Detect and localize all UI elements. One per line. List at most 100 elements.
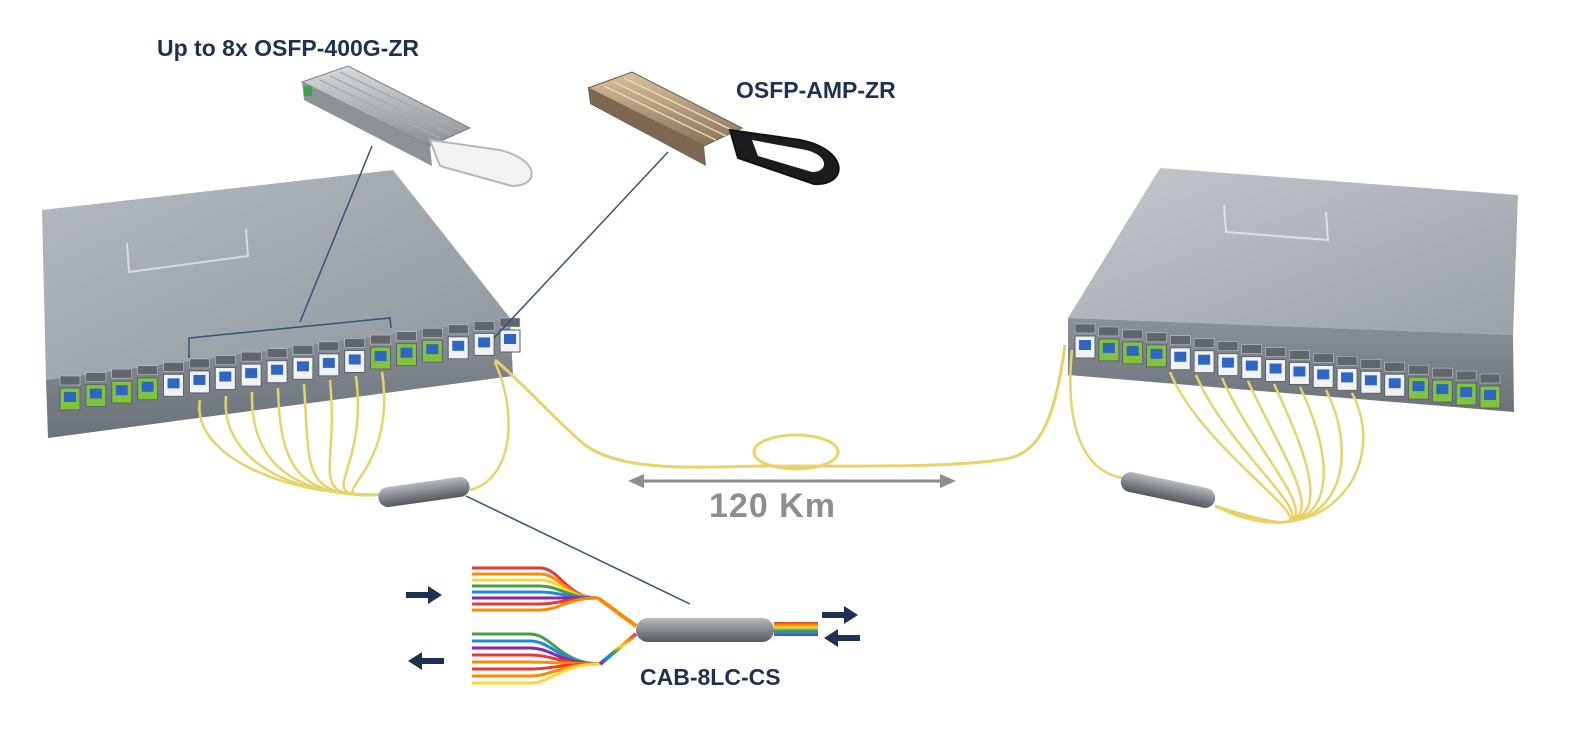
port-connector — [1126, 345, 1139, 356]
port-connector — [1102, 342, 1115, 353]
port-connector — [1198, 354, 1211, 365]
port-connector — [296, 361, 309, 372]
port-cage — [447, 324, 469, 335]
distance-label: 120 Km — [709, 487, 836, 525]
port-cage — [189, 358, 210, 369]
port-connector — [322, 357, 335, 368]
port-cage — [1312, 353, 1334, 363]
port-cage — [137, 365, 158, 376]
port-connector — [1079, 340, 1091, 350]
port-cage — [215, 355, 236, 365]
osfp-amp-zr-transceiver — [586, 71, 840, 186]
port-cage — [1074, 323, 1096, 334]
port-connector — [193, 374, 206, 385]
fiber-strand — [1214, 392, 1365, 524]
right-switch-top — [1068, 168, 1518, 335]
port-connector — [1221, 357, 1234, 368]
port-connector — [1436, 384, 1449, 395]
fiber-strand — [351, 371, 393, 497]
port-connector — [115, 385, 128, 396]
osfp-pull-tab — [428, 138, 533, 188]
port-connector — [504, 334, 516, 344]
distance-arrow — [628, 474, 956, 488]
port-cage — [1336, 356, 1358, 366]
port-cage — [396, 331, 417, 341]
port-cage — [163, 362, 184, 372]
osfp-400g-zr-transceiver — [300, 65, 533, 188]
port-connector — [1269, 363, 1282, 374]
port-cage — [1360, 359, 1382, 369]
right-switch — [1068, 168, 1518, 412]
port-cage — [1122, 329, 1143, 340]
port-cage — [1455, 370, 1477, 381]
fiber-slack-loop — [752, 433, 840, 471]
port-connector — [1341, 372, 1354, 383]
cable-label: CAB-8LC-CS — [640, 664, 781, 690]
port-cage — [1241, 344, 1263, 354]
port-cage — [473, 321, 495, 331]
port-connector — [1460, 387, 1473, 398]
port-cage — [292, 345, 314, 355]
port-connector — [478, 337, 491, 348]
port-connector — [400, 347, 413, 358]
port-connector — [245, 368, 258, 379]
port-connector — [1174, 351, 1187, 362]
fiber-strand — [472, 662, 601, 685]
port-cage — [85, 372, 107, 382]
port-connector — [219, 371, 232, 382]
port-connector — [89, 388, 102, 399]
port-connector — [1412, 381, 1425, 392]
port-connector — [141, 381, 154, 392]
rainbow-fiber-fan-icon — [472, 566, 601, 685]
fiber-strand — [469, 361, 510, 492]
port-cage — [1289, 350, 1310, 360]
port-cage — [370, 334, 391, 345]
port-connector — [374, 351, 387, 362]
transceiver-label: Up to 8x OSFP-400G-ZR — [157, 35, 419, 61]
fiber-strand — [1069, 349, 1123, 480]
port-cage — [1265, 347, 1286, 357]
port-cage — [1146, 332, 1167, 343]
port-cage — [318, 341, 340, 352]
port-cage — [499, 317, 521, 328]
port-cage — [1408, 364, 1429, 375]
port-connector — [348, 354, 361, 365]
port-cage — [240, 351, 262, 362]
long-haul-fiber — [494, 344, 1067, 471]
port-cage — [1479, 373, 1501, 384]
left-fiber-bundle — [198, 361, 510, 497]
port-connector — [1245, 360, 1258, 371]
left-switch-top-mark — [126, 228, 250, 274]
port-cage — [111, 368, 133, 379]
port-connector — [271, 364, 284, 375]
port-connector — [167, 378, 180, 389]
port-connector — [1317, 369, 1330, 380]
port-cage — [1193, 338, 1215, 348]
left-switch — [42, 170, 521, 438]
port-cage — [422, 327, 443, 338]
port-cage — [1098, 326, 1120, 337]
port-connector — [1150, 348, 1163, 359]
right-splitter — [1120, 472, 1216, 508]
port-cage — [266, 348, 288, 358]
port-cage — [1432, 367, 1453, 378]
port-cage — [1170, 335, 1191, 346]
cable-body — [636, 618, 774, 642]
port-connector — [1388, 378, 1401, 389]
leader-lines — [188, 145, 691, 605]
port-connector — [452, 340, 465, 351]
port-connector — [1364, 375, 1377, 386]
right-fiber-bundle — [1069, 349, 1365, 524]
port-connector — [426, 344, 439, 355]
left-switch-ports — [59, 317, 521, 411]
amplifier-label: OSFP-AMP-ZR — [736, 77, 896, 103]
left-switch-top — [42, 170, 510, 380]
right-switch-ports — [1074, 323, 1501, 409]
left-splitter — [378, 476, 470, 508]
port-connector — [1484, 390, 1496, 400]
port-cage — [1217, 341, 1239, 351]
right-switch-top-mark — [1223, 204, 1330, 242]
port-cage — [344, 338, 365, 348]
arrow-left-icon — [408, 629, 860, 670]
